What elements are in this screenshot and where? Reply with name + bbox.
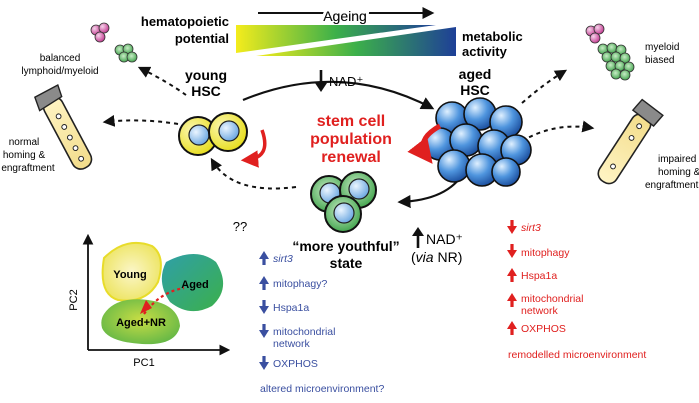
activity-label: activity bbox=[462, 44, 508, 59]
pca-cluster-young bbox=[101, 242, 162, 302]
renewal-label-3: renewal bbox=[321, 149, 381, 166]
change-item-label: sirt3 bbox=[521, 222, 541, 234]
hematopoietic-potential-wedge bbox=[236, 25, 436, 53]
renewal-label-2: population bbox=[310, 131, 392, 148]
potential-label: potential bbox=[175, 31, 229, 46]
ageing-label-front: Ageing bbox=[323, 8, 367, 24]
change-item-label: mitophagy? bbox=[273, 278, 327, 290]
pca-cluster-aged bbox=[161, 254, 224, 312]
change-item-label: Hspa1a bbox=[521, 270, 557, 282]
ageing-indicator: Ageing Ageing bbox=[258, 5, 435, 27]
pca-label-aged-nr: Aged+NR bbox=[116, 317, 166, 329]
pca-shift-arrow bbox=[143, 286, 185, 315]
down-arrow-icon bbox=[259, 300, 269, 314]
arrow-young-to-aged bbox=[242, 80, 435, 110]
ageing-label: Ageing bbox=[323, 8, 367, 24]
normal-label-2: homing & bbox=[3, 150, 46, 161]
via-nr-label: (via NR) bbox=[411, 249, 462, 265]
impaired-label-2: homing & bbox=[658, 167, 699, 178]
youthful-state-cells bbox=[310, 171, 377, 233]
pca-xlabel: PC1 bbox=[133, 357, 154, 369]
aged-hsc-label-2: HSC bbox=[460, 82, 490, 98]
up-arrow-icon bbox=[259, 251, 269, 265]
pca-label-aged: Aged bbox=[181, 279, 209, 291]
youthful-label-2: state bbox=[330, 255, 363, 271]
arrow-youthful-to-young bbox=[210, 157, 297, 190]
youthful-label-1: “more youthful” bbox=[292, 238, 399, 254]
up-arrow-icon bbox=[507, 293, 517, 307]
hematopoietic-label: hematopoietic bbox=[141, 14, 229, 29]
arrow-young-to-balanced bbox=[137, 66, 187, 96]
nad-increase-indicator: NAD⁺ (via NR) bbox=[411, 227, 463, 265]
impaired-label-3: engraftment bbox=[645, 180, 699, 191]
aged-hsc-label-1: aged bbox=[459, 66, 492, 82]
up-arrow-icon bbox=[507, 268, 517, 282]
down-arrow-icon bbox=[507, 220, 517, 234]
pca-label-young: Young bbox=[113, 269, 146, 281]
change-item-label-2: network bbox=[273, 338, 311, 350]
pca-ylabel: PC2 bbox=[68, 289, 80, 310]
young-hsc-label-2: HSC bbox=[191, 83, 221, 99]
metabolic-label: metabolic bbox=[462, 29, 523, 44]
change-item-label: mitochondrial bbox=[273, 326, 335, 338]
young-renewal-arrow bbox=[240, 129, 267, 168]
normal-label-3: engraftment bbox=[1, 163, 55, 174]
myeloid-label-1: myeloid bbox=[645, 42, 679, 53]
down-arrow-icon bbox=[259, 324, 269, 338]
balanced-label-1: balanced bbox=[40, 53, 81, 64]
lymphoid-myeloid-cells bbox=[90, 22, 138, 63]
bone-left-icon bbox=[34, 84, 93, 170]
nr-changes-list: sirt3 mitophagy? Hspa1a mitochondrialnetwor… bbox=[259, 251, 384, 395]
balanced-label-2: lymphoid/myeloid bbox=[21, 66, 98, 77]
change-item-label-2: network bbox=[521, 305, 559, 317]
change-item-label: Hspa1a bbox=[273, 302, 309, 314]
bone-right-icon bbox=[597, 98, 664, 185]
pca-plot: PC2 PC1 Young Aged Aged+NR bbox=[68, 233, 231, 369]
change-item-label: altered microenvironment? bbox=[260, 383, 384, 395]
impaired-label-1: impaired bbox=[658, 154, 696, 165]
aged-hsc-cluster bbox=[423, 97, 532, 187]
young-hsc-cells bbox=[178, 112, 248, 156]
up-arrow-icon bbox=[507, 321, 517, 335]
up-arrow-icon bbox=[259, 276, 269, 290]
arrow-aged-to-myeloid bbox=[521, 69, 568, 104]
down-arrow-icon bbox=[507, 244, 517, 258]
unknown-label: ?? bbox=[233, 219, 247, 234]
change-item-label: sirt3 bbox=[273, 253, 293, 265]
nad-bottom-label: NAD⁺ bbox=[426, 231, 463, 247]
myeloid-biased-cells bbox=[585, 23, 635, 81]
change-item-label: remodelled microenvironment bbox=[508, 349, 646, 361]
change-item-label: mitochondrial bbox=[521, 293, 583, 305]
renewal-label-1: stem cell bbox=[317, 113, 385, 130]
nad-decrease-indicator: NAD⁺ bbox=[315, 70, 363, 92]
change-item-label: mitophagy bbox=[521, 247, 570, 259]
change-item-label: OXPHOS bbox=[273, 358, 318, 370]
change-item-label: OXPHOS bbox=[521, 323, 566, 335]
normal-label-1: normal bbox=[9, 137, 40, 148]
metabolic-activity-wedge bbox=[256, 27, 456, 56]
young-hsc-label-1: young bbox=[185, 67, 227, 83]
nad-top-label: NAD⁺ bbox=[329, 74, 363, 89]
down-arrow-icon bbox=[259, 356, 269, 370]
aged-renewal-arrow bbox=[407, 123, 442, 164]
pca-cluster-aged-nr bbox=[101, 299, 180, 345]
arrow-aged-to-bone bbox=[521, 120, 595, 142]
myeloid-label-2: biased bbox=[645, 55, 674, 66]
arrow-young-to-bone bbox=[102, 114, 179, 127]
